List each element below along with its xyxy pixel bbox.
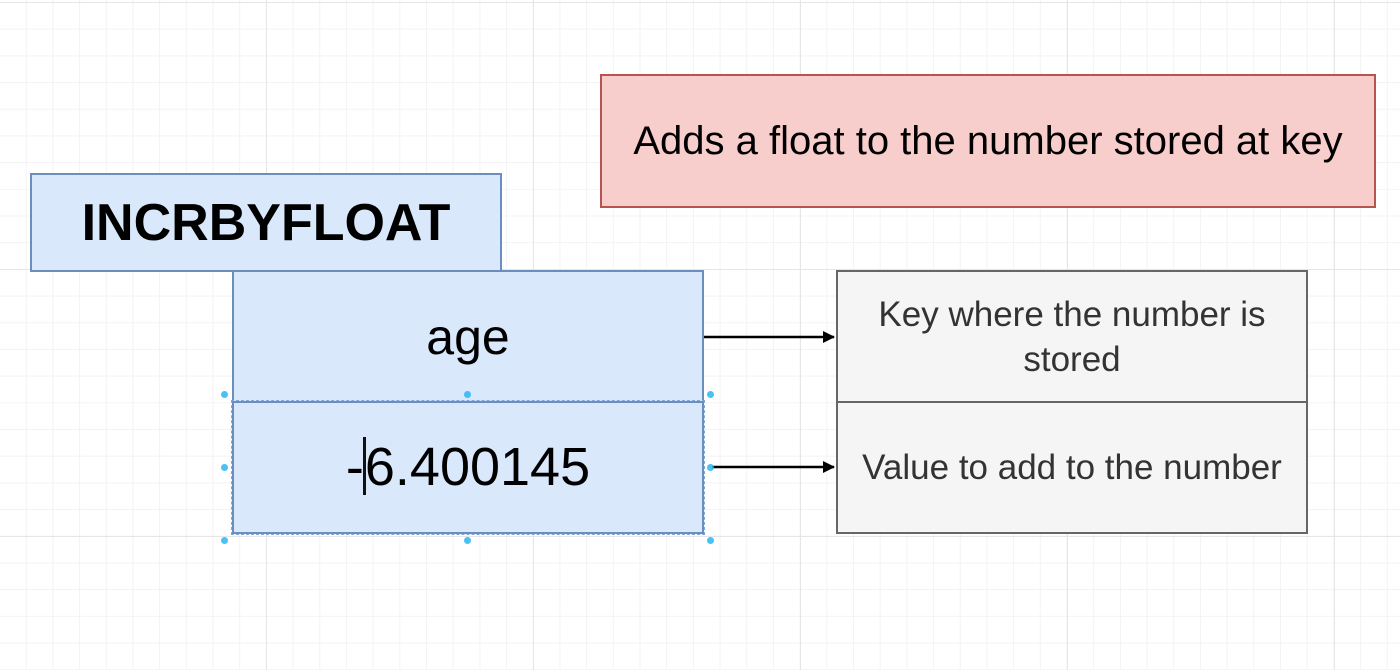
selection-handle-top-left[interactable]: [221, 391, 228, 398]
value-digits: 6.400145: [364, 436, 591, 497]
value-sign: -: [345, 436, 364, 497]
key-note-text: Key where the number is stored: [878, 294, 1266, 379]
value-argument-text[interactable]: -6.400145: [346, 436, 590, 500]
selection-handle-bottom[interactable]: [464, 537, 471, 544]
command-label: INCRBYFLOAT: [81, 193, 451, 252]
value-note-box[interactable]: Value to add to the number: [836, 401, 1308, 534]
selection-handle-top-right[interactable]: [707, 391, 714, 398]
key-note-box[interactable]: Key where the number is stored: [836, 270, 1308, 403]
command-box[interactable]: INCRBYFLOAT: [30, 173, 502, 272]
value-argument-box[interactable]: -6.400145: [231, 400, 705, 535]
selection-handle-bottom-left[interactable]: [221, 537, 228, 544]
selection-handle-right[interactable]: [707, 464, 714, 471]
description-text: Adds a float to the number stored at key: [633, 118, 1343, 163]
selection-handle-left[interactable]: [221, 464, 228, 471]
selection-handle-top[interactable]: [464, 391, 471, 398]
key-argument-text: age: [426, 308, 510, 365]
key-argument-box[interactable]: age: [232, 270, 704, 403]
value-note-text: Value to add to the number: [862, 448, 1282, 487]
selection-handle-bottom-right[interactable]: [707, 537, 714, 544]
text-cursor: [362, 437, 366, 496]
description-box[interactable]: Adds a float to the number stored at key: [600, 74, 1376, 208]
